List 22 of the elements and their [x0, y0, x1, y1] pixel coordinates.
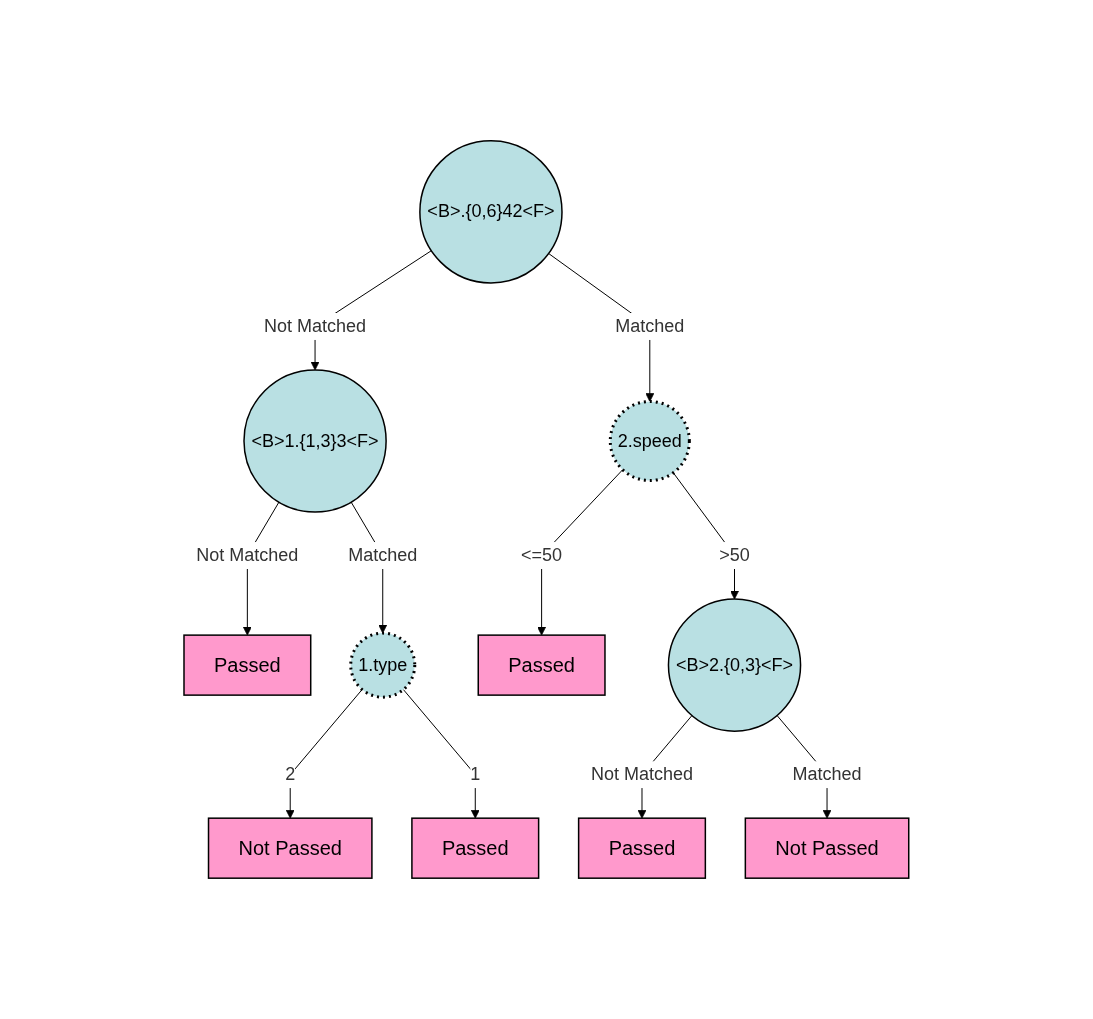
node-circle: <B>.{0,6}42<F> [419, 140, 563, 284]
node-circle: 2.speed [608, 400, 691, 483]
node-circle: <B>1.{1,3}3<F> [243, 369, 387, 513]
node-box: Not Passed [744, 817, 910, 879]
node-circle: <B>2.{0,3}<F> [667, 598, 802, 732]
edge-label: Matched [348, 545, 418, 566]
edge-label: >50 [719, 545, 750, 566]
node-box: Passed [578, 817, 707, 879]
edge-label: Not Matched [196, 545, 299, 566]
node-box: Passed [411, 817, 540, 879]
edge-label: <=50 [521, 545, 563, 566]
edge-label: Matched [615, 315, 685, 336]
node-box: Passed [183, 634, 312, 696]
edge-label: Not Matched [264, 315, 367, 336]
edge-label: Not Matched [591, 764, 694, 785]
edge-label: Matched [792, 764, 862, 785]
arrow [285, 689, 363, 819]
edge-label: 1 [470, 764, 481, 785]
node-box: Not Passed [207, 817, 373, 879]
node-circle: 1.type [349, 631, 417, 699]
edge-label: 2 [285, 764, 296, 785]
node-box: Passed [477, 634, 606, 696]
